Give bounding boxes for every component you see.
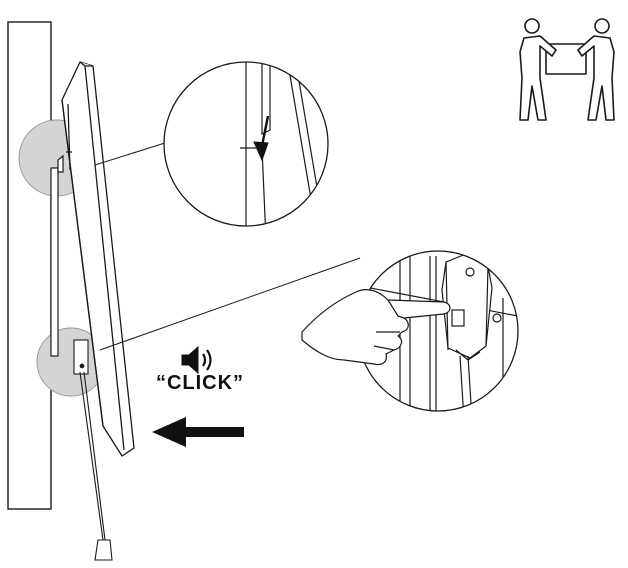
bottom-detail-view xyxy=(357,250,519,412)
two-person-lift-icon xyxy=(519,18,615,121)
arrow-left-icon xyxy=(152,417,244,447)
pull-cord xyxy=(79,371,113,561)
tv-side-profile xyxy=(61,61,135,457)
click-sound-label: “CLICK” xyxy=(155,372,245,394)
top-detail-view xyxy=(163,61,329,227)
leader-lines xyxy=(94,141,361,351)
wall-bracket xyxy=(50,154,64,357)
wall xyxy=(7,21,52,510)
pressing-hand xyxy=(301,289,451,366)
side-lock-clip xyxy=(73,339,89,375)
speaker-icon xyxy=(181,345,212,375)
down-arrow-icon xyxy=(253,115,270,162)
